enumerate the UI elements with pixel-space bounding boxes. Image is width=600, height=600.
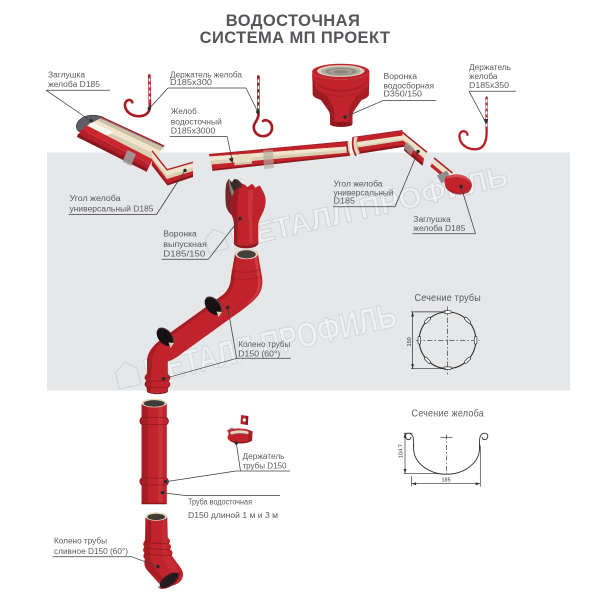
svg-text:желоба D185: желоба D185 bbox=[413, 224, 466, 233]
svg-text:универсальный D185: универсальный D185 bbox=[70, 205, 155, 214]
svg-text:150: 150 bbox=[407, 337, 413, 346]
svg-text:ВОДОСТОЧНАЯ: ВОДОСТОЧНАЯ bbox=[226, 12, 360, 30]
svg-text:D150 длиной 1 м и 3 м: D150 длиной 1 м и 3 м bbox=[188, 511, 278, 520]
svg-text:D185x350: D185x350 bbox=[469, 81, 510, 90]
svg-text:Угол желоба: Угол желоба bbox=[70, 194, 122, 203]
svg-text:Воронка: Воронка bbox=[163, 230, 197, 239]
svg-text:D185: D185 bbox=[334, 196, 356, 205]
svg-text:Воронка: Воронка bbox=[384, 72, 418, 81]
svg-text:водосточный: водосточный bbox=[171, 118, 222, 127]
svg-text:Держатель: Держатель bbox=[469, 63, 511, 72]
svg-text:D185x3000: D185x3000 bbox=[171, 127, 216, 136]
svg-text:выпускная: выпускная bbox=[163, 240, 207, 249]
svg-text:D185/150: D185/150 bbox=[163, 250, 206, 259]
svg-text:СИСТЕМА МП ПРОЕКТ: СИСТЕМА МП ПРОЕКТ bbox=[200, 29, 391, 47]
svg-text:Сечение трубы: Сечение трубы bbox=[415, 292, 482, 304]
svg-text:104.7: 104.7 bbox=[399, 444, 405, 458]
svg-text:водосборная: водосборная bbox=[384, 81, 435, 90]
svg-text:сливное D150 (60°): сливное D150 (60°) bbox=[54, 547, 128, 556]
svg-text:универсальный: универсальный bbox=[334, 188, 394, 197]
svg-text:Желоб: Желоб bbox=[171, 107, 197, 116]
svg-text:185: 185 bbox=[442, 478, 451, 484]
svg-text:Угол желоба: Угол желоба bbox=[334, 179, 384, 188]
svg-text:Держатель желоба: Держатель желоба bbox=[170, 71, 243, 80]
svg-text:Сечение желоба: Сечение желоба bbox=[412, 408, 485, 420]
svg-text:Держатель: Держатель bbox=[243, 452, 285, 461]
svg-text:желоба D185: желоба D185 bbox=[48, 80, 101, 89]
svg-text:Колено трубы: Колено трубы bbox=[54, 537, 107, 546]
svg-text:трубы D150: трубы D150 bbox=[243, 462, 288, 471]
svg-text:желоба: желоба bbox=[469, 72, 498, 81]
svg-text:D150 (60°): D150 (60°) bbox=[238, 350, 280, 359]
svg-text:Колено трубы: Колено трубы bbox=[238, 340, 290, 349]
svg-text:D185x300: D185x300 bbox=[170, 78, 213, 87]
svg-text:D350/150: D350/150 bbox=[384, 90, 423, 99]
svg-text:Заглушка: Заглушка bbox=[48, 71, 86, 80]
svg-text:Труба водосточная: Труба водосточная bbox=[188, 498, 252, 507]
svg-text:Заглушка: Заглушка bbox=[413, 215, 451, 224]
